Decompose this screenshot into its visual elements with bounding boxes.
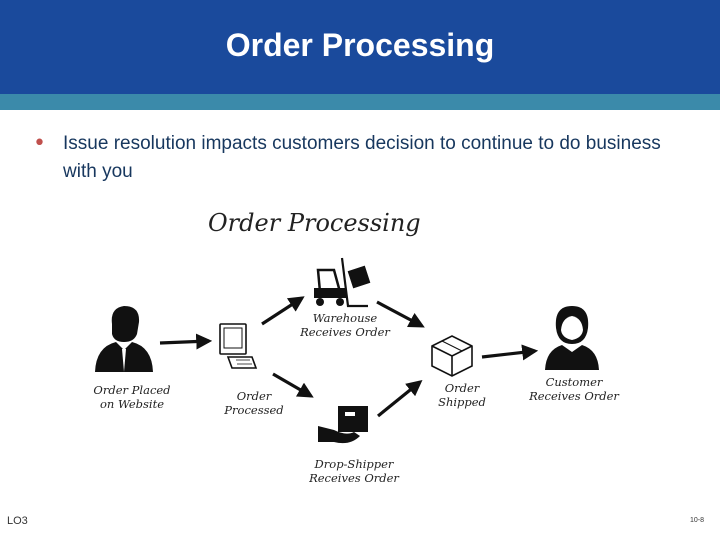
label-customer: Customer Receives Order <box>529 375 619 403</box>
footer-learning-objective: LO3 <box>7 515 28 527</box>
footer-page-number: 10-8 <box>689 517 704 524</box>
box-icon <box>431 335 473 377</box>
label-warehouse: Warehouse Receives Order <box>300 311 390 339</box>
bullet-text: Issue resolution impacts customers decis… <box>63 133 661 182</box>
bullet-dot: • <box>33 131 46 156</box>
label-order-placed: Order Placed on Website <box>93 383 171 411</box>
handoff-icon <box>318 406 368 444</box>
title-bar <box>0 0 720 94</box>
label-order-processed: Order Processed <box>224 389 284 417</box>
slide-title: Order Processing <box>225 27 495 63</box>
businessman-icon <box>95 306 153 372</box>
title-stripe <box>0 94 720 110</box>
diagram-title: Order Processing <box>208 209 421 237</box>
label-drop-shipper: Drop-Shipper Receives Order <box>309 457 399 485</box>
forklift-icon <box>314 257 371 308</box>
computer-icon <box>219 323 258 369</box>
customer-woman-icon <box>545 306 599 370</box>
label-order-shipped: Order Shipped <box>438 381 486 409</box>
